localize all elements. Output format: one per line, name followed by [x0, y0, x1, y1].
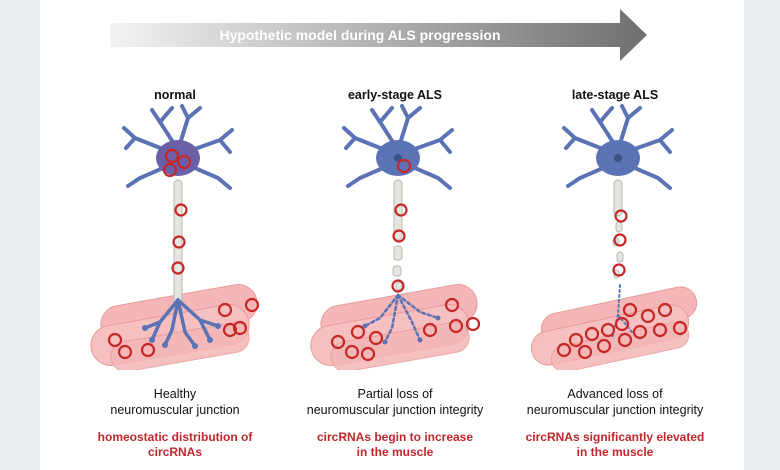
- figure-canvas: Hypothetic model during ALS progression …: [40, 0, 744, 470]
- circRNA-markers: [556, 209, 688, 360]
- nucleus: [614, 154, 622, 162]
- neuron-illustration-early: [310, 104, 481, 370]
- neuron-illustration-normal: [90, 104, 260, 370]
- circRNA-markers: [107, 148, 260, 360]
- caption-line: Partial loss of: [357, 387, 433, 401]
- finding-line: circRNAs begin to increase: [316, 430, 474, 444]
- stage-finding: circRNAs begin to increase in the muscle: [280, 430, 510, 460]
- finding-line: in the muscle: [356, 445, 434, 459]
- caption-line: Healthy: [153, 387, 197, 401]
- progression-label: Hypothetic model during ALS progression: [219, 27, 501, 43]
- muscle-fibers: [310, 284, 478, 370]
- stage-finding: homeostatic distribution of circRNAs: [60, 430, 290, 460]
- stage-caption: Partial loss of neuromuscular junction i…: [280, 386, 510, 418]
- caption-line: neuromuscular junction integrity: [306, 403, 484, 417]
- stage-early-als: early-stage ALS: [280, 0, 510, 470]
- axon-fragmented: [392, 179, 403, 291]
- stage-title: late-stage ALS: [571, 88, 659, 102]
- terminal-boutons: [142, 323, 221, 349]
- finding-line: circRNAs: [147, 445, 203, 459]
- nerve-terminal: [143, 298, 220, 348]
- caption-line: Advanced loss of: [567, 387, 663, 401]
- axon: [173, 179, 183, 306]
- caption-line: neuromuscular junction: [110, 403, 240, 417]
- nerve-terminal-degenerating: [363, 293, 440, 344]
- neuron-illustration-late: [530, 104, 698, 370]
- stage-title: normal: [154, 88, 196, 102]
- terminal-boutons: [362, 315, 441, 345]
- progression-arrow: [110, 9, 647, 61]
- stage-title: early-stage ALS: [347, 88, 443, 102]
- stage-caption: Advanced loss of neuromuscular junction …: [500, 386, 730, 418]
- caption-line: neuromuscular junction integrity: [526, 403, 704, 417]
- nucleus: [394, 154, 402, 162]
- axon-fragmented: [612, 179, 624, 279]
- stage-normal: normal: [60, 0, 290, 470]
- stage-caption: Healthy neuromuscular junction: [60, 386, 290, 418]
- finding-line: circRNAs significantly elevated: [525, 430, 705, 444]
- finding-line: homeostatic distribution of: [97, 430, 253, 444]
- finding-line: in the muscle: [576, 445, 654, 459]
- stage-late-als: late-stage ALS: [500, 0, 730, 470]
- stage-finding: circRNAs significantly elevated in the m…: [500, 430, 730, 460]
- circRNA-markers: [330, 158, 481, 362]
